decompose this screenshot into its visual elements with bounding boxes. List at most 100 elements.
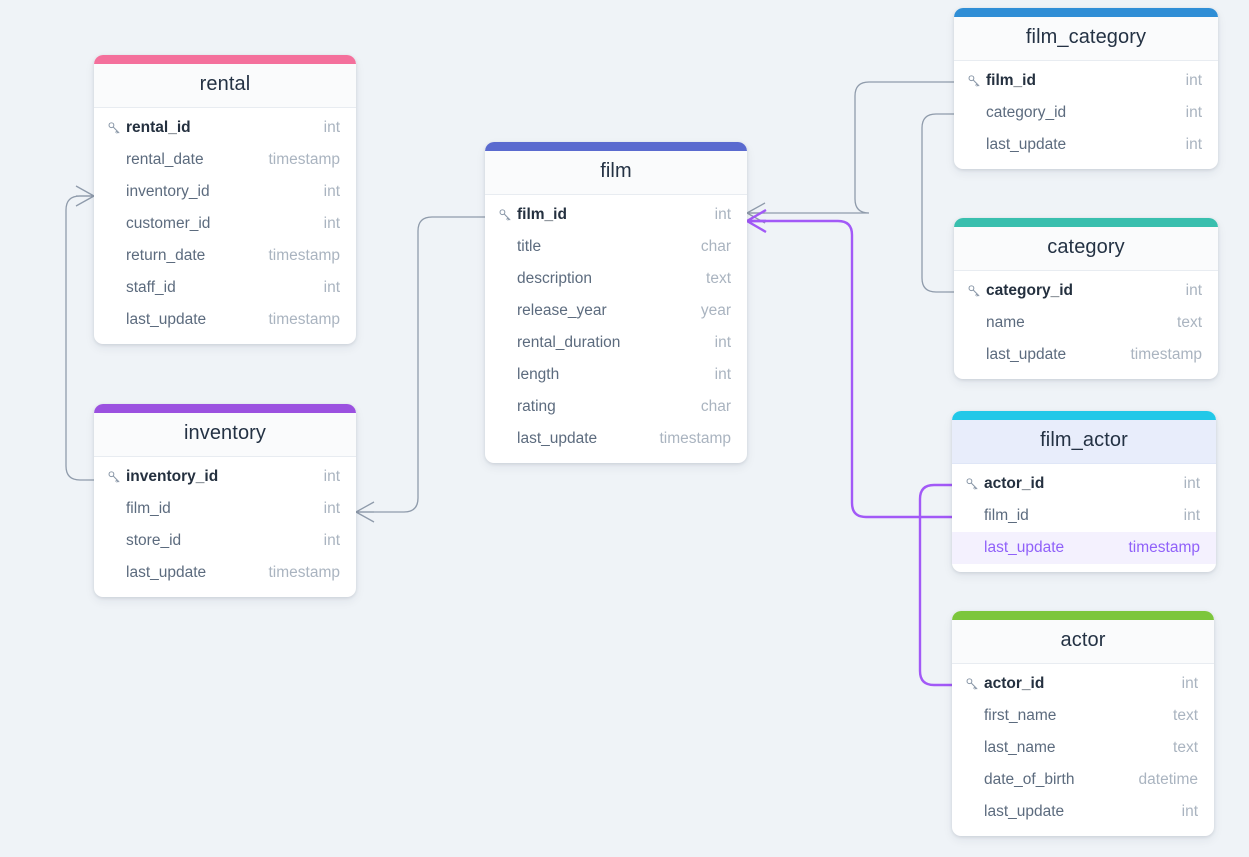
field-row-film-title[interactable]: title char [485, 231, 747, 263]
table-node-film[interactable]: film film_id int title char description … [485, 142, 747, 463]
field-row-actor-date_of_birth[interactable]: date_of_birth datetime [952, 764, 1214, 796]
table-node-category[interactable]: category category_id int name text last_… [954, 218, 1218, 379]
field-row-film-film_id[interactable]: film_id int [485, 199, 747, 231]
field-type-release_year: year [700, 302, 731, 319]
field-row-film-release_year[interactable]: release_year year [485, 295, 747, 327]
field-type-film_id: int [714, 206, 731, 223]
field-type-last_update: int [1181, 803, 1198, 820]
primary-key-slot [107, 470, 126, 484]
table-accent-bar-film [485, 142, 747, 151]
field-row-actor-first_name[interactable]: first_name text [952, 700, 1214, 732]
field-name-last_update: last_update [517, 430, 598, 447]
key-icon [499, 209, 511, 221]
primary-key-slot [967, 74, 986, 88]
table-fields-film_actor: actor_id int film_id int last_update tim… [952, 464, 1216, 572]
field-type-length: int [714, 366, 731, 383]
field-type-name: text [1177, 314, 1202, 331]
table-accent-bar-category [954, 218, 1218, 227]
field-row-film_category-category_id[interactable]: category_id int [954, 97, 1218, 129]
field-name-last_update: last_update [986, 136, 1067, 153]
field-type-last_update: timestamp [268, 311, 341, 328]
field-row-rental-staff_id[interactable]: staff_id int [94, 272, 356, 304]
field-row-inventory-store_id[interactable]: store_id int [94, 525, 356, 557]
field-name-film_id: film_id [986, 72, 1036, 89]
field-type-actor_id: int [1183, 475, 1200, 492]
field-type-return_date: timestamp [268, 247, 341, 264]
field-row-inventory-last_update[interactable]: last_update timestamp [94, 557, 356, 589]
field-row-inventory-inventory_id[interactable]: inventory_id int [94, 461, 356, 493]
field-row-film_actor-actor_id[interactable]: actor_id int [952, 468, 1216, 500]
field-row-film_category-last_update[interactable]: last_update int [954, 129, 1218, 161]
key-icon [108, 471, 120, 483]
table-node-film_category[interactable]: film_category film_id int category_id in… [954, 8, 1218, 169]
field-type-customer_id: int [323, 215, 340, 232]
primary-key-slot [965, 477, 984, 491]
field-name-staff_id: staff_id [126, 279, 176, 296]
field-name-rental_date: rental_date [126, 151, 204, 168]
field-row-rental-rental_id[interactable]: rental_id int [94, 112, 356, 144]
field-row-rental-last_update[interactable]: last_update timestamp [94, 304, 356, 336]
field-row-actor-last_update[interactable]: last_update int [952, 796, 1214, 828]
field-row-category-name[interactable]: name text [954, 307, 1218, 339]
field-name-actor_id: actor_id [984, 675, 1045, 692]
field-type-rental_id: int [323, 119, 340, 136]
key-icon [966, 678, 978, 690]
field-type-last_update: timestamp [1128, 539, 1201, 556]
field-type-title: char [700, 238, 731, 255]
field-row-rental-customer_id[interactable]: customer_id int [94, 208, 356, 240]
table-fields-film_category: film_id int category_id int last_update … [954, 61, 1218, 169]
field-name-store_id: store_id [126, 532, 182, 549]
field-type-category_id: int [1185, 282, 1202, 299]
field-name-length: length [517, 366, 560, 383]
field-type-staff_id: int [323, 279, 340, 296]
table-node-rental[interactable]: rental rental_id int rental_date timesta… [94, 55, 356, 344]
field-type-category_id: int [1185, 104, 1202, 121]
field-name-category_id: category_id [986, 282, 1074, 299]
field-name-actor_id: actor_id [984, 475, 1045, 492]
field-row-film-rating[interactable]: rating char [485, 391, 747, 423]
field-row-category-last_update[interactable]: last_update timestamp [954, 339, 1218, 371]
table-node-actor[interactable]: actor actor_id int first_name text last_… [952, 611, 1214, 836]
field-row-rental-return_date[interactable]: return_date timestamp [94, 240, 356, 272]
field-name-name: name [986, 314, 1025, 331]
field-type-last_update: int [1185, 136, 1202, 153]
field-type-rental_date: timestamp [268, 151, 341, 168]
field-name-customer_id: customer_id [126, 215, 211, 232]
table-fields-actor: actor_id int first_name text last_name t… [952, 664, 1214, 836]
field-row-film_actor-last_update[interactable]: last_update timestamp [952, 532, 1216, 564]
field-row-rental-inventory_id[interactable]: inventory_id int [94, 176, 356, 208]
field-name-description: description [517, 270, 592, 287]
field-type-store_id: int [323, 532, 340, 549]
field-type-date_of_birth: datetime [1138, 771, 1198, 788]
table-title-film_category: film_category [954, 17, 1218, 61]
field-row-film-rental_duration[interactable]: rental_duration int [485, 327, 747, 359]
field-row-film-last_update[interactable]: last_update timestamp [485, 423, 747, 455]
table-node-film_actor[interactable]: film_actor actor_id int film_id int last… [952, 411, 1216, 572]
table-node-inventory[interactable]: inventory inventory_id int film_id int s… [94, 404, 356, 597]
field-row-actor-last_name[interactable]: last_name text [952, 732, 1214, 764]
field-row-inventory-film_id[interactable]: film_id int [94, 493, 356, 525]
table-title-category: category [954, 227, 1218, 271]
field-row-rental-rental_date[interactable]: rental_date timestamp [94, 144, 356, 176]
field-row-film_actor-film_id[interactable]: film_id int [952, 500, 1216, 532]
field-row-film-description[interactable]: description text [485, 263, 747, 295]
field-type-actor_id: int [1181, 675, 1198, 692]
field-name-date_of_birth: date_of_birth [984, 771, 1075, 788]
field-row-actor-actor_id[interactable]: actor_id int [952, 668, 1214, 700]
primary-key-slot [965, 677, 984, 691]
field-type-last_update: timestamp [1130, 346, 1203, 363]
field-name-film_id: film_id [517, 206, 567, 223]
field-type-rating: char [700, 398, 731, 415]
field-name-rating: rating [517, 398, 556, 415]
field-row-film_category-film_id[interactable]: film_id int [954, 65, 1218, 97]
edge-film-film_category [746, 81, 954, 224]
field-row-film-length[interactable]: length int [485, 359, 747, 391]
field-type-inventory_id: int [323, 468, 340, 485]
field-name-inventory_id: inventory_id [126, 183, 210, 200]
table-fields-category: category_id int name text last_update ti… [954, 271, 1218, 379]
field-type-description: text [706, 270, 731, 287]
table-fields-inventory: inventory_id int film_id int store_id in… [94, 457, 356, 597]
table-title-rental: rental [94, 64, 356, 108]
field-row-category-category_id[interactable]: category_id int [954, 275, 1218, 307]
